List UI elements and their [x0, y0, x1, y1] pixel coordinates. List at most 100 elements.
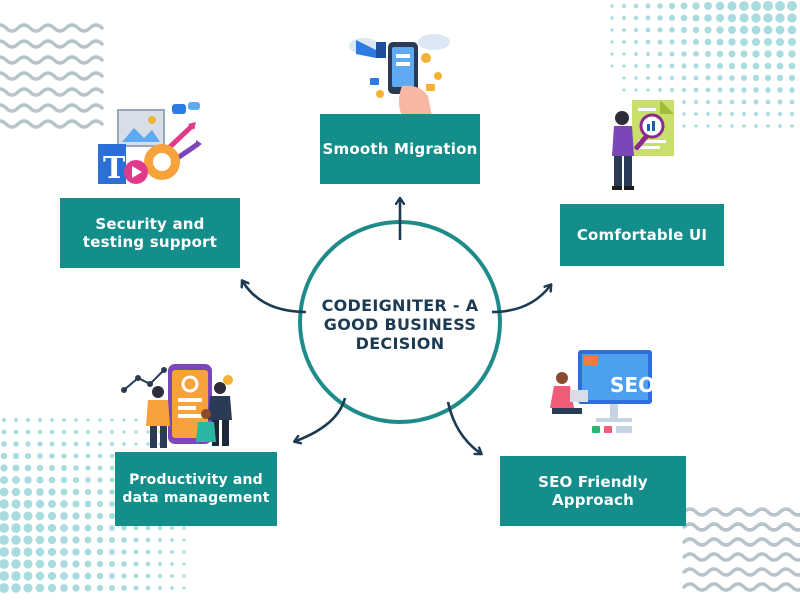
decor-dot — [657, 75, 663, 81]
decor-dot — [84, 560, 92, 568]
decor-dot — [60, 476, 68, 484]
decor-dot — [704, 2, 712, 10]
decor-dot — [693, 87, 699, 93]
decor-dot — [704, 50, 712, 58]
decor-dot — [788, 50, 796, 58]
decor-dot — [717, 87, 723, 93]
decor-dot — [110, 442, 114, 446]
decor-dot — [622, 88, 626, 92]
decor-dot — [109, 573, 115, 579]
decor-dot — [133, 573, 139, 579]
decor-dot — [11, 523, 21, 533]
decor-dot — [610, 40, 614, 44]
decor-dot — [776, 62, 784, 70]
decor-dot — [787, 25, 797, 35]
decor-dot — [60, 560, 68, 568]
decor-dot — [752, 74, 760, 82]
decor-dot — [72, 560, 80, 568]
decor-dot — [728, 62, 736, 70]
decor-dot — [765, 99, 771, 105]
decor-dot — [763, 25, 773, 35]
decor-dot — [48, 476, 56, 484]
decor-dot — [705, 75, 711, 81]
decor-dot — [13, 429, 19, 435]
decor-dot — [48, 464, 56, 472]
decor-dot — [775, 25, 785, 35]
decor-dot — [777, 99, 783, 105]
decor-dot — [60, 500, 68, 508]
decor-dot — [13, 417, 19, 423]
decor-dot — [694, 112, 698, 116]
decor-dot — [763, 1, 773, 11]
decor-dot — [96, 524, 104, 532]
decor-dot — [146, 442, 150, 446]
decor-dot — [121, 537, 127, 543]
decor-dot — [35, 511, 45, 521]
decor-dot — [622, 40, 626, 44]
decor-dot — [109, 465, 115, 471]
decor-dot — [610, 52, 614, 56]
decor-dot — [751, 37, 761, 47]
decor-dot — [84, 572, 92, 580]
decor-dot — [669, 63, 675, 69]
decor-dot — [35, 523, 45, 533]
decor-dot — [776, 74, 784, 82]
decor-dot — [646, 76, 650, 80]
decor-dot — [694, 124, 698, 128]
node-productivity: Productivity and data management — [115, 452, 277, 526]
decor-dot — [787, 37, 797, 47]
decor-dot — [157, 561, 163, 567]
decor-dot — [109, 453, 115, 459]
decor-dot — [47, 511, 57, 521]
center-title: CODEIGNITER - A GOOD BUSINESS DECISION — [321, 296, 479, 353]
decor-dot — [96, 548, 104, 556]
decor-dot — [48, 488, 56, 496]
decor-dot — [109, 513, 115, 519]
decor-dot — [47, 523, 57, 533]
decor-dot — [716, 50, 724, 58]
design-tools-gear-icon: T — [98, 102, 202, 186]
decor-dot — [170, 574, 174, 578]
decor-dot — [24, 452, 32, 460]
decor-dot — [134, 430, 138, 434]
decor-dot — [84, 512, 92, 520]
wave-line — [682, 507, 800, 517]
decor-dot — [72, 548, 80, 556]
decor-dot — [109, 537, 115, 543]
decor-dot — [35, 583, 45, 593]
svg-text:SEO: SEO — [610, 373, 655, 397]
wave-line — [0, 23, 104, 33]
decor-dot — [23, 499, 33, 509]
decor-dot — [693, 99, 699, 105]
decor-dot — [96, 572, 104, 580]
decor-dot — [634, 76, 638, 80]
decor-dot — [0, 464, 8, 472]
decor-dot — [134, 442, 138, 446]
decor-dot — [776, 50, 784, 58]
decor-dot — [47, 535, 57, 545]
decor-dot — [669, 39, 675, 45]
decor-dot — [657, 15, 663, 21]
decor-dot — [692, 14, 700, 22]
wave-line — [0, 55, 104, 65]
decor-dot — [72, 500, 80, 508]
decor-dot — [729, 75, 735, 81]
decor-dot — [25, 429, 31, 435]
decor-dot — [681, 51, 687, 57]
decor-dot — [646, 88, 650, 92]
decor-dot — [740, 74, 748, 82]
document-analytics-icon — [612, 100, 674, 190]
decor-dot — [109, 561, 115, 567]
decor-dot — [145, 585, 151, 591]
decor-dot — [729, 111, 735, 117]
decor-dot — [84, 488, 92, 496]
decor-dot — [97, 441, 103, 447]
decor-dot — [692, 26, 700, 34]
decor-dot — [763, 37, 773, 47]
decor-dot — [182, 550, 186, 554]
decor-dot — [35, 547, 45, 557]
decor-dot — [716, 38, 724, 46]
decor-dot — [0, 559, 9, 569]
decor-dot — [729, 99, 735, 105]
